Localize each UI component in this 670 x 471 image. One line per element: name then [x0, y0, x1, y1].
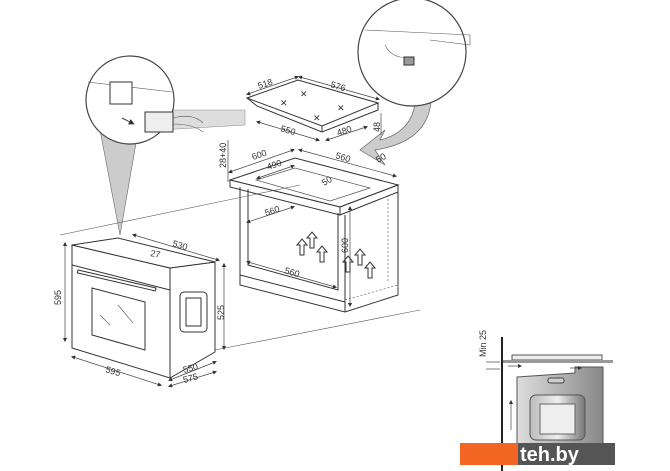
airflow-arrows-icon — [295, 231, 377, 279]
dim-oven-front-width: 595 — [104, 364, 121, 378]
dim-front-gap: 50 — [320, 174, 334, 188]
dim-hob-width-top: 518 — [257, 77, 274, 91]
dim-min-gap: Min 25 — [478, 330, 488, 357]
cable-callout — [357, 0, 471, 166]
dim-hob-cutout-depth: 480 — [336, 124, 353, 138]
dim-hob-height: 48 — [372, 122, 382, 132]
oven-drawing: 595 530 27 525 595 550 575 — [53, 184, 421, 388]
dim-oven-side-height: 525 — [216, 305, 226, 320]
dim-worktop-width: 560 — [334, 150, 351, 164]
dim-opening-width: 490 — [266, 158, 283, 172]
dim-oven-depth-body: 550 — [182, 361, 199, 375]
cabinet-drawing: 600 560 490 28+40 50 50 560 560 600 — [218, 140, 400, 313]
svg-text:✕: ✕ — [280, 98, 288, 108]
watermark-text: teh.by — [520, 444, 580, 466]
dim-rear-gap: 50 — [374, 151, 388, 165]
dim-worktop-depth: 600 — [251, 148, 268, 162]
svg-text:✕: ✕ — [300, 89, 308, 99]
dim-oven-height: 595 — [53, 290, 63, 305]
ventilation-inset: Min 25 — [478, 330, 613, 471]
dim-hob-cutout-width: 550 — [279, 123, 296, 137]
dim-hob-depth-top: 576 — [329, 79, 346, 93]
dim-inner-depth: 560 — [264, 204, 281, 218]
terminal-block-icon — [109, 81, 133, 105]
dim-oven-depth-total: 575 — [182, 371, 199, 385]
dim-worktop-thickness: 28+40 — [218, 143, 228, 168]
dim-inner-width: 560 — [283, 265, 300, 279]
connector-callout — [85, 55, 246, 236]
svg-text:✕: ✕ — [313, 113, 321, 123]
dim-oven-depth-top: 530 — [171, 238, 188, 252]
plug-icon — [144, 111, 174, 133]
dim-oven-top-offset: 27 — [150, 248, 162, 260]
hob-drawing: ✕ ✕ ✕ ✕ 518 576 550 480 48 — [245, 75, 382, 142]
svg-text:✕: ✕ — [337, 103, 345, 113]
dim-inner-height: 600 — [340, 238, 350, 253]
watermark-logo: teh.by — [460, 443, 615, 466]
